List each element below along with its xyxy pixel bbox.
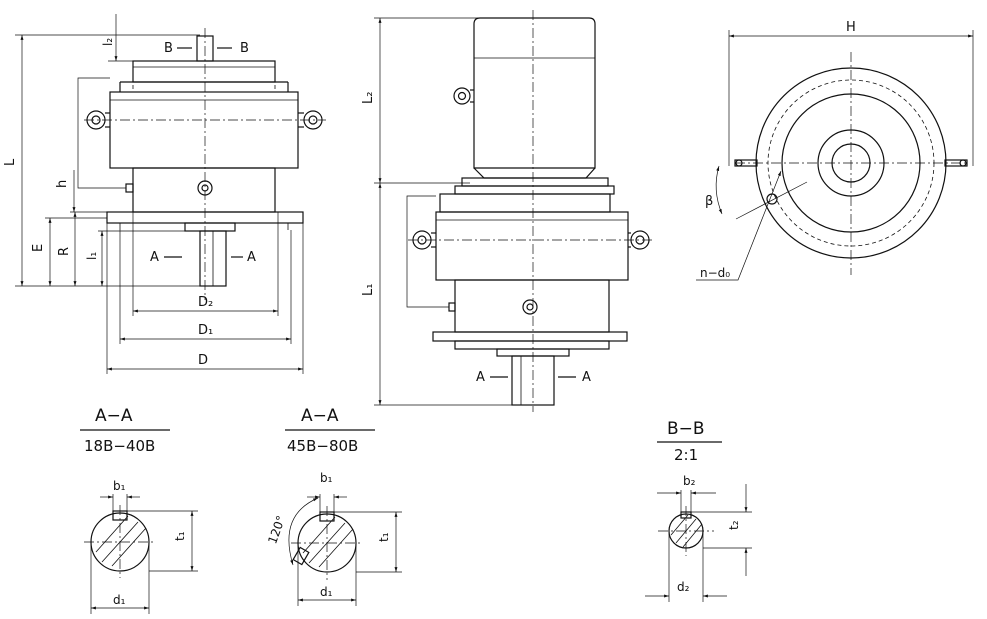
section-A-large: A−A 45B−80B 120° b₁ t₁ d₁: [265, 406, 402, 606]
section-A-large-subtitle: 45B−80B: [287, 437, 358, 455]
section-B-b2: b₂: [683, 474, 696, 488]
section-A-large-angle: 120°: [265, 514, 288, 546]
dim-l2: l₂: [101, 38, 115, 46]
dim-L2: L₂: [361, 92, 376, 104]
side-view-dimensions: L₂ L₁ A A: [361, 17, 591, 406]
dim-D1: D₁: [198, 323, 213, 338]
section-A-large-b1: b₁: [320, 471, 333, 485]
side-body: [435, 211, 629, 281]
section-A-small-b1: b₁: [113, 479, 126, 493]
dim-E: E: [31, 244, 46, 252]
side-view: [406, 10, 654, 412]
dim-D2: D₂: [198, 295, 213, 310]
side-lower-body: [454, 279, 610, 333]
section-mark-B-left: B: [164, 41, 173, 56]
dim-l1: l₁: [85, 252, 99, 260]
section-B: B−B 2:1 b₂ t₂ d₂: [645, 419, 752, 602]
section-mark-A-right: A: [247, 250, 256, 265]
section-A-small-title: A−A: [95, 406, 133, 426]
section-A-small: A−A 18B−40B b₁ t₁ d₁: [80, 406, 198, 614]
section-B-d2: d₂: [677, 580, 690, 594]
dim-L1: L₁: [361, 284, 376, 296]
side-motor-eye: [453, 87, 474, 105]
top-view: [734, 52, 968, 275]
side-motor: [473, 17, 596, 169]
front-top-cover: [132, 60, 276, 83]
front-upper-body: [109, 91, 299, 169]
top-view-dimensions: H β n−d₀: [696, 20, 974, 281]
section-A-small-t1: t₁: [173, 531, 187, 541]
section-A-small-d1: d₁: [113, 593, 126, 607]
section-A-large-title: A−A: [301, 406, 339, 426]
front-view-dimensions: L l₂ B B h E R l₁ A A D₂: [3, 14, 304, 374]
front-view: [84, 28, 326, 300]
side-section-mark-A-right: A: [582, 370, 591, 385]
section-A-large-t1: t₁: [377, 532, 391, 542]
dim-R: R: [57, 247, 72, 256]
section-A-small-subtitle: 18B−40B: [84, 437, 155, 455]
dim-beta: β: [705, 194, 713, 209]
section-B-title: B−B: [667, 419, 705, 439]
dim-h: h: [55, 180, 70, 188]
side-flange: [432, 331, 628, 342]
dim-n-d0: n−d₀: [700, 266, 730, 280]
section-mark-B-right: B: [240, 41, 249, 56]
section-B-subtitle: 2:1: [674, 446, 698, 464]
dim-H: H: [846, 20, 856, 35]
dim-D: D: [198, 353, 208, 368]
section-A-large-d1: d₁: [320, 585, 333, 599]
dim-L: L: [3, 158, 18, 166]
section-mark-A-left: A: [150, 250, 159, 265]
front-lower-body: [132, 167, 276, 213]
side-section-mark-A-left: A: [476, 370, 485, 385]
section-B-t2: t₂: [727, 520, 741, 530]
